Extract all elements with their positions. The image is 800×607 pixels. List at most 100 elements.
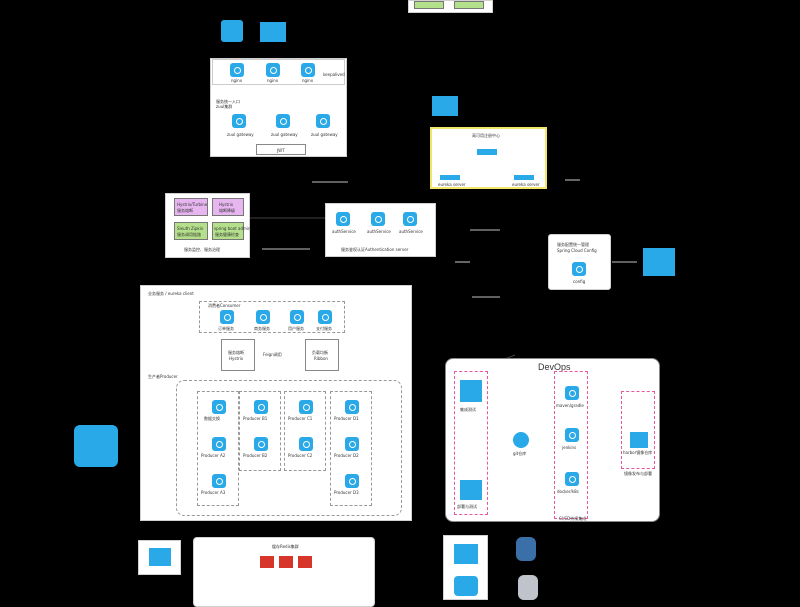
registry-right-server (514, 175, 534, 180)
git-icon (513, 432, 529, 448)
nginx-node-1 (230, 63, 244, 77)
config-title-1: 服务配置统一管理 (557, 242, 589, 247)
producer-col-c: Producer C1 Producer C2 (284, 391, 326, 471)
consumer-label-1: 订单服务 (218, 326, 234, 331)
deploy-label: 部署与测试 (457, 504, 477, 509)
auth-caption: 服务鉴权认证Authentication server (341, 247, 409, 252)
git-label: git仓库 (513, 451, 527, 456)
producer-node-a1 (212, 400, 226, 414)
config-box: 服务配置统一管理 Spring Cloud Config config (548, 234, 611, 290)
registry-left-label: eureka server (438, 182, 466, 187)
top-green-tile-1 (414, 1, 444, 9)
redis-title: 缓存Redis集群 (272, 544, 299, 549)
keepalived-label: keepalived (323, 72, 345, 77)
hystrix-box: 服务熔断 Hystrix (221, 339, 255, 371)
monitor-tile-1: Hystrix/Turbine 服务熔断 (174, 198, 208, 216)
gateway-label-1: zuul gateway (227, 132, 254, 137)
redis-node-2 (279, 556, 293, 568)
gateway-label-2: zuul gateway (271, 132, 298, 137)
top-partial-box (408, 0, 493, 13)
jwt-box: JWT (256, 144, 306, 155)
deploy-caption: 镜像发布与部署 (624, 471, 652, 476)
redis-box: 缓存Redis集群 (193, 537, 375, 607)
producer-node-b1 (254, 400, 268, 414)
gateway-node-1 (232, 114, 246, 128)
producer-label-b2: Producer B2 (243, 453, 268, 458)
producer-node-a2 (212, 437, 226, 451)
producer-label-b1: Producer B1 (243, 416, 268, 421)
jwt-label: JWT (277, 148, 285, 153)
auth-label-3: authService (399, 229, 423, 234)
ci-node-3 (565, 472, 579, 486)
ribbon-box: 负载均衡 Ribbon (305, 339, 339, 371)
producer-label-d2: Producer D2 (334, 453, 359, 458)
ci-column: maven/gradle jenkins docker/k8s (554, 371, 588, 519)
registry-column: harbor镜像仓库 (621, 391, 655, 469)
producer-label-c1: Producer C1 (288, 416, 313, 421)
gateway-label-3: zuul gateway (311, 132, 338, 137)
registry-icon (432, 96, 458, 116)
producer-col-a: 数据交换 Producer A2 Producer A3 (197, 391, 239, 506)
producer-col-b: Producer B1 Producer B2 (239, 391, 281, 471)
registry-right-label: eureka server (512, 182, 540, 187)
nginx-label-2: nginx (267, 78, 279, 83)
consumer-title: 消费者Consumer (208, 303, 241, 308)
gateway-node-3 (316, 114, 330, 128)
mq-icon-2 (454, 576, 478, 596)
monitor-tile-3: Sleuth Zipkin 服务调用链路 (174, 222, 208, 240)
registry-box: 高可用注册中心 eureka server eureka server (430, 127, 547, 189)
producer-node-c2 (299, 437, 313, 451)
consumer-node-3 (290, 310, 304, 324)
ci-node-1 (565, 386, 579, 400)
ci-label-3: docker/k8s (557, 489, 579, 494)
server-icon (260, 22, 286, 42)
producer-label-a1: 数据交换 (204, 416, 220, 421)
producer-col-d: Producer D1 Producer D2 Producer D3 (330, 391, 372, 506)
feign-label: Feign调用 (263, 352, 282, 357)
producer-node-d3 (345, 474, 359, 488)
harbor-icon (630, 432, 648, 448)
config-label: config (573, 279, 586, 284)
monitor-tile-4: spring boot admin 服务健康检查 (212, 222, 251, 240)
consumer-node-1 (220, 310, 234, 324)
nginx-row: nginx nginx nginx keepalived (212, 59, 345, 85)
gateway-cluster: nginx nginx nginx keepalived 服务统一入口 zuul… (210, 58, 347, 157)
auth-node-1 (336, 212, 350, 226)
auth-label-1: authService (332, 229, 356, 234)
ci-node-2 (565, 428, 579, 442)
business-title: 业务服务 / eureka client (148, 291, 194, 296)
producer-group: 数据交换 Producer A2 Producer A3 Producer B1… (176, 380, 402, 516)
test-icon (460, 380, 482, 402)
producer-label-a2: Producer A2 (201, 453, 226, 458)
redis-node-3 (298, 556, 312, 568)
python-icon (516, 537, 536, 561)
nginx-node-3 (301, 63, 315, 77)
devops-title: DevOps (538, 362, 571, 372)
config-server-icon (643, 248, 675, 276)
user-icon (221, 20, 243, 42)
monitor-box: Hystrix/Turbine 服务熔断 Hystrix 熔断降级 Sleuth… (165, 193, 251, 258)
producer-label-d3: Producer D3 (334, 490, 359, 495)
nginx-label-1: nginx (231, 78, 243, 83)
producer-node-c1 (299, 400, 313, 414)
devops-left-column: 集成测试 部署与测试 (454, 371, 488, 515)
gateway-node-2 (276, 114, 290, 128)
bottom-mid-box (443, 535, 488, 600)
registry-left-server (440, 175, 460, 180)
consumer-node-4 (318, 310, 332, 324)
monitor-tile-2: Hystrix 熔断降级 (212, 198, 244, 216)
harbor-label: harbor镜像仓库 (623, 450, 653, 455)
auth-node-2 (371, 212, 385, 226)
cluster-title-1: 服务统一入口 (216, 99, 240, 104)
cluster-title-2: zuul集群 (216, 104, 233, 109)
producer-label-c2: Producer C2 (288, 453, 313, 458)
producer-node-d2 (345, 437, 359, 451)
monitor-caption: 服务监控、服务治理 (184, 247, 220, 252)
mq-icon-1 (454, 544, 478, 564)
top-green-tile-2 (454, 1, 484, 9)
config-node (572, 262, 586, 276)
client-icon (74, 425, 118, 467)
storage-icon (149, 548, 171, 566)
producer-title: 生产者Producer (148, 374, 178, 379)
deploy-icon (460, 480, 482, 500)
